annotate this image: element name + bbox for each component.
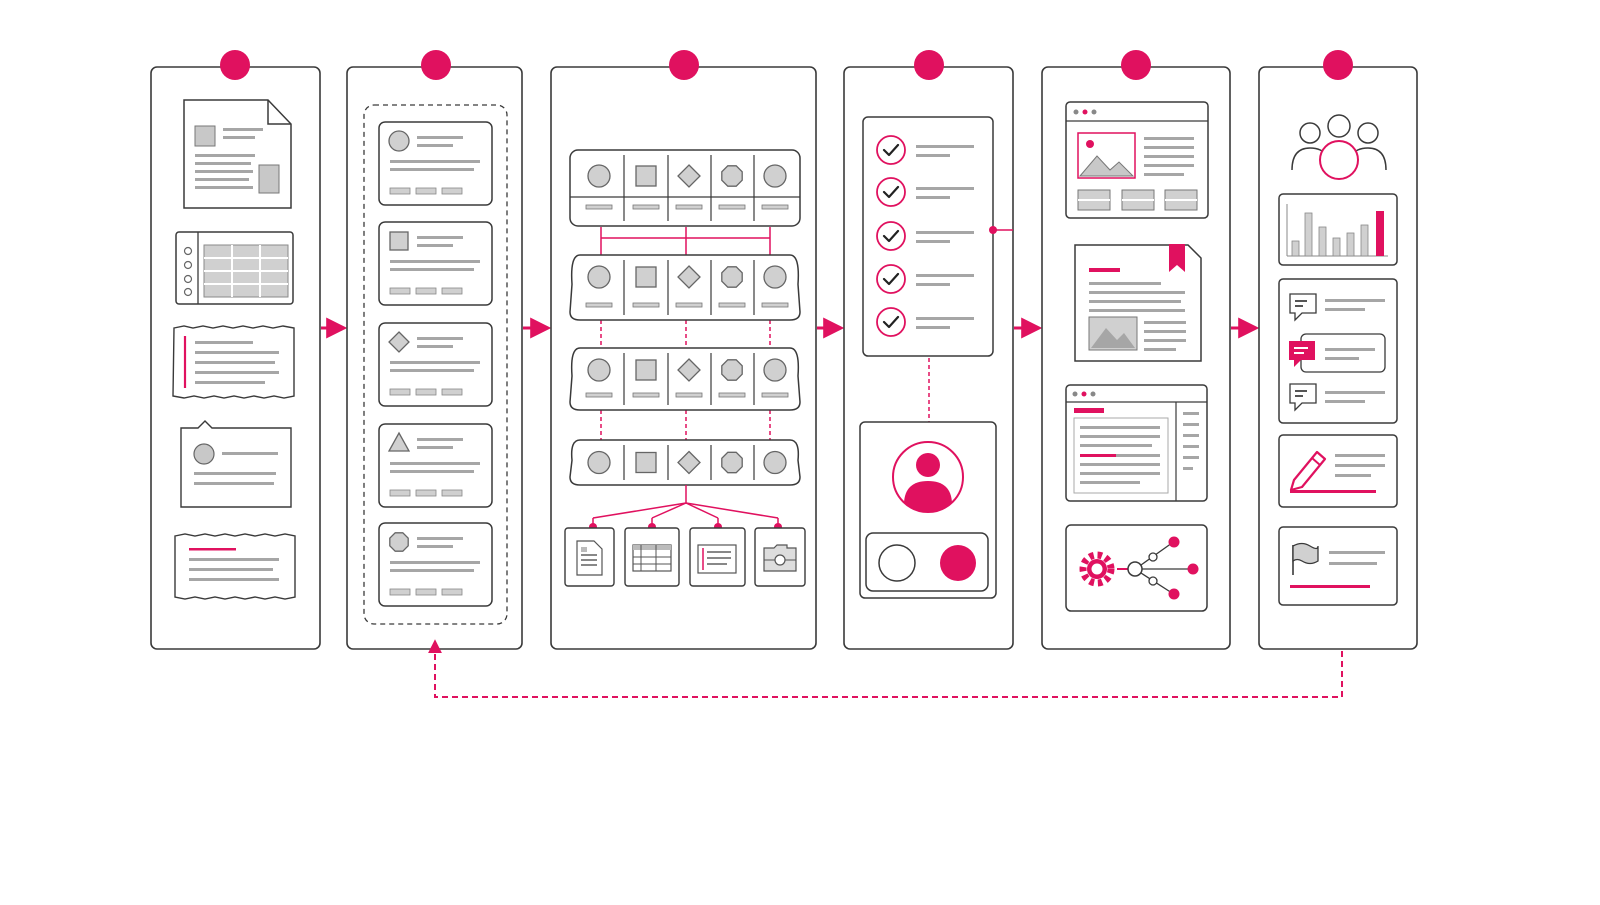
stage-5-marker (1121, 50, 1151, 80)
stage-6-column (1258, 50, 1418, 650)
selection-group (363, 104, 508, 625)
table-icon (175, 231, 294, 305)
square-card-icon (378, 221, 493, 306)
circle-card-icon (378, 121, 493, 206)
gear-network-icon (1065, 524, 1208, 612)
stage-5-column (1041, 50, 1231, 650)
gear-icon (1079, 551, 1115, 587)
stage-1-column (150, 50, 321, 650)
triangle-card-icon (378, 423, 493, 508)
checklist-item (876, 307, 974, 337)
stage-3-column (550, 50, 817, 650)
approval-panel (859, 421, 997, 599)
bookmarked-document-icon (1074, 244, 1202, 362)
output-document-icon (564, 527, 615, 587)
image-gallery-window-icon (1065, 101, 1209, 219)
stage-2-marker (421, 50, 451, 80)
output-table-icon (624, 527, 680, 587)
checklist-item (876, 135, 974, 165)
stage-3-marker (669, 50, 699, 80)
profile-card-icon (180, 420, 292, 508)
edit-pencil-icon (1289, 450, 1327, 492)
octagon-card-icon (378, 522, 493, 607)
flag-card-icon (1278, 526, 1398, 606)
output-note-icon (689, 527, 746, 587)
shape-row-icon (569, 254, 801, 321)
checklist-item (876, 177, 974, 207)
chat-thread-icon (1278, 278, 1398, 424)
shape-row-icon (569, 149, 801, 227)
stage-4-column (843, 50, 1014, 650)
checklist-icon (862, 116, 1013, 357)
team-icon (1291, 114, 1387, 180)
torn-text-note-icon (172, 325, 295, 399)
bar-chart-icon (1278, 193, 1398, 266)
diamond-card-icon (378, 322, 493, 407)
user-avatar-icon (892, 441, 964, 513)
row-connectors (600, 227, 771, 440)
document-icon (183, 99, 292, 209)
toggle-icon (865, 532, 989, 592)
shape-row-icon (569, 347, 801, 411)
stage-6-marker (1323, 50, 1353, 80)
flag-icon (1292, 542, 1319, 575)
checklist-item (876, 221, 974, 251)
stage-1-marker (220, 50, 250, 80)
edit-card-icon (1278, 434, 1398, 508)
stage-4-marker (914, 50, 944, 80)
shape-row-icon (569, 439, 801, 486)
output-folder-icon (754, 527, 806, 587)
highlighted-note-icon (174, 533, 296, 600)
editor-window-icon (1065, 384, 1208, 502)
feedback-loop-arrow (428, 639, 1343, 698)
checklist-item (876, 264, 974, 294)
stage-2-column (346, 50, 523, 650)
